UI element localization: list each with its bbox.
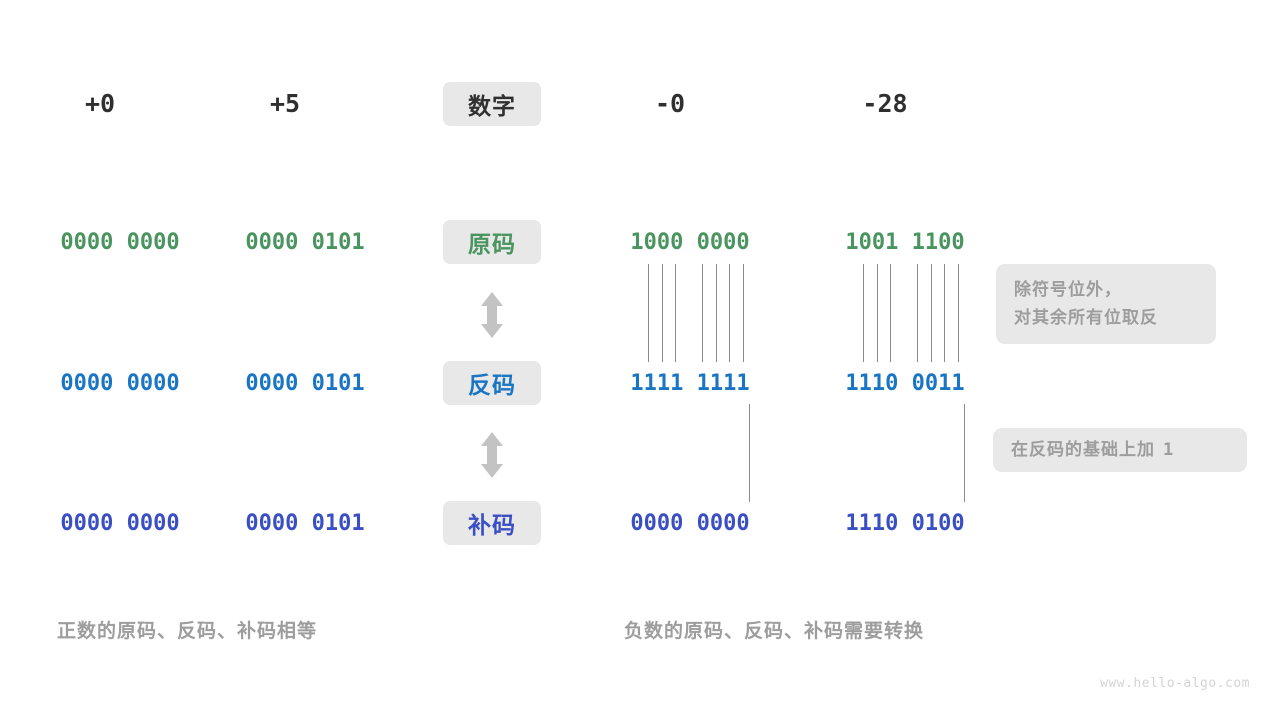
caption-negative: 负数的原码、反码、补码需要转换 [624,620,925,642]
bits-twos-complement-pos0: 0000 0000 [60,511,180,536]
bits-ones-complement-neg0: 1111 1111 [630,371,750,396]
bits-sign-magnitude-pos0: 0000 0000 [60,230,180,255]
chip-ones-complement-label: 反码 [443,361,541,405]
bits-twos-complement-pos5: 0000 0101 [245,511,365,536]
bits-sign-magnitude-neg28: 1001 1100 [845,230,965,255]
bits-sign-magnitude-neg0: 1000 0000 [630,230,750,255]
chip-twos-complement-label: 补码 [443,501,541,545]
caption-positive: 正数的原码、反码、补码相等 [57,620,318,642]
note-add-one-text: 在反码的基础上加 [1011,440,1155,460]
bit-connector-line [729,264,731,362]
bit-connector-line [964,404,966,502]
bit-connector-line [890,264,892,362]
watermark: www.hello-algo.com [1100,676,1250,691]
bit-connector-line [863,264,865,362]
note-invert-line1: 除符号位外， [1014,280,1122,300]
bit-connector-line [917,264,919,362]
bit-connector-line [749,404,751,502]
bit-connector-line [876,264,878,362]
bits-sign-magnitude-pos5: 0000 0101 [245,230,365,255]
bits-twos-complement-neg28: 1110 0100 [845,511,965,536]
column-header-pos5: +5 [269,89,301,118]
bit-connector-line [661,264,663,362]
double-arrow-icon [478,432,506,478]
bits-ones-complement-neg28: 1110 0011 [845,371,965,396]
bit-connector-line [944,264,946,362]
column-header-neg28: -28 [862,89,908,118]
note-invert-line2: 对其余所有位取反 [1014,308,1158,328]
bit-connector-line [957,264,959,362]
column-header-pos0: +0 [84,89,116,118]
bit-connector-line [715,264,717,362]
chip-number-label: 数字 [443,82,541,126]
chip-sign-magnitude-label: 原码 [443,220,541,264]
bit-connector-line [742,264,744,362]
note-add-one: 在反码的基础上加 1 [993,428,1247,472]
double-arrow-icon [478,292,506,338]
bit-connector-line [702,264,704,362]
note-add-one-number: 1 [1163,440,1175,460]
bit-connector-line [930,264,932,362]
bit-connector-line [675,264,677,362]
column-header-neg0: -0 [654,89,686,118]
bit-connector-line [648,264,650,362]
note-invert-bits: 除符号位外， 对其余所有位取反 [996,264,1216,344]
bits-ones-complement-pos0: 0000 0000 [60,371,180,396]
bits-ones-complement-pos5: 0000 0101 [245,371,365,396]
bits-twos-complement-neg0: 0000 0000 [630,511,750,536]
